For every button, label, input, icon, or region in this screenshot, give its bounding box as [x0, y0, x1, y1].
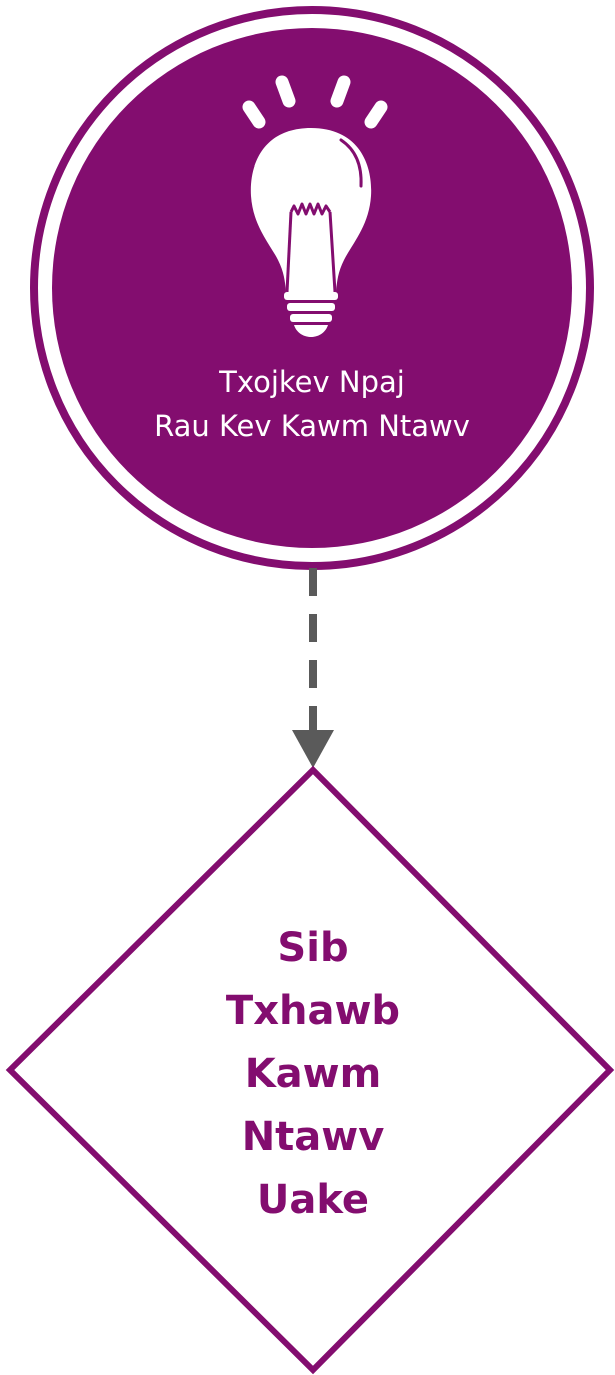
connector-arrow — [292, 568, 334, 768]
diamond-label-line4: Ntawv — [242, 1114, 385, 1160]
circle-label-line2: Rau Kev Kawm Ntawv — [154, 409, 470, 443]
plan-circle-node: Txojkev Npaj Rau Kev Kawm Ntawv — [30, 6, 594, 570]
arrowhead-icon — [292, 730, 334, 768]
collaborate-diamond-node: Sib Txhawb Kawm Ntawv Uake — [5, 765, 615, 1375]
lightbulb-icon — [242, 75, 388, 337]
diamond-label-line2: Txhawb — [226, 988, 400, 1034]
diamond-shape — [5, 765, 615, 1375]
diamond-label-line5: Uake — [257, 1177, 369, 1223]
circle-label-line1: Txojkev Npaj — [218, 365, 405, 399]
diamond-label-line3: Kawm — [245, 1051, 382, 1097]
diamond-label-line1: Sib — [277, 925, 348, 971]
